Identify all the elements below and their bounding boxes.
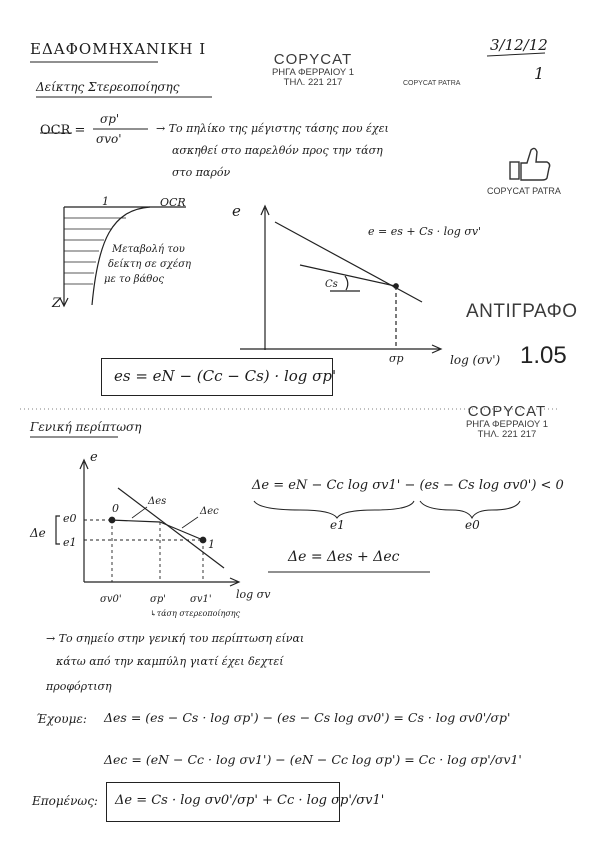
ocr-diagram-label-z: Z (52, 296, 62, 311)
gc-tick-s0: σv0' (100, 594, 122, 605)
gc-dec-label: Δec (200, 506, 219, 517)
gc-e-axis: e (90, 450, 98, 465)
gc-under-e0: e0 (465, 518, 480, 532)
ocr-diagram-label-1: 1 (102, 195, 109, 208)
page-number: 1 (534, 64, 545, 83)
gc-point-0: 0 (112, 502, 119, 515)
x-axis-label: log (σv') (450, 353, 501, 367)
section2-title: Γενική περίπτωση (30, 420, 142, 434)
date: 3/12/12 (490, 36, 548, 54)
copycat-small-stamp: COPYCAT PATRA (403, 80, 461, 87)
gc-eq-sum: Δe = Δes + Δec (288, 549, 400, 565)
gc-eq-dec: Δec = (eN − Cc · log σv1') − (eN − Cc lo… (104, 752, 522, 767)
ocr-desc-1: → Το πηλίκο της μέγιστης τάσης που έχει (156, 122, 389, 135)
boxed-equation-1: es = eN − (Cc − Cs) · log σp' (101, 358, 337, 396)
gc-under-e1: e1 (330, 518, 345, 532)
section1-title: Δείκτης Στερεοποίησης (36, 80, 180, 94)
ocr-diagram-label-ocr: OCR (160, 196, 186, 209)
ocr-desc-3: στο παρόν (172, 166, 231, 179)
gc-eq-delta-e: Δe = eN − Cc log σv1' − (es − Cs log σv0… (252, 478, 564, 493)
ocr-desc-2: ασκηθεί στο παρελθόν προς την τάση (172, 144, 383, 157)
e-axis-label: e (232, 202, 241, 220)
boxed-equation-final: Δe = Cs · log σv0'/σp' + Cc · log σp'/σv… (106, 782, 384, 822)
copycat-address-2: ΡΗΓΑ ΦΕΡΡΑΙΟΥ 1 (465, 418, 549, 430)
gc-delta-e-label: Δe (30, 526, 46, 540)
gc-eq-des: Δes = (es − Cs · log σp') − (es − Cs log… (104, 710, 511, 725)
sigma-p-label: σp (389, 352, 404, 365)
gc-point-1: 1 (208, 538, 215, 551)
copycat-brand: COPYCAT (273, 51, 353, 68)
thumb-caption: COPYCAT PATRA (487, 186, 561, 196)
ocr-depth-diagram (59, 206, 186, 308)
boxed-equation-1-text: es = eN − (Cc − Cs) · log σp' (114, 367, 337, 385)
gc-tick-sp: σp' (150, 594, 166, 605)
gc-des-label: Δes (148, 496, 167, 507)
gc-tick-s1: σv1' (190, 594, 212, 605)
ocr-lhs: OCR = (40, 123, 86, 138)
copycat-stamp-mid: COPYCAT ΡΗΓΑ ΦΕΡΡΑΙΟΥ 1 ΤΗΛ. 221 217 (452, 404, 562, 440)
course-title: ΕΔΑΦΟΜΗΧΑΝΙΚΗ Ι (30, 40, 207, 58)
ocr-denominator: σvo' (96, 132, 122, 146)
gc-x-axis: log σv (236, 588, 271, 601)
copycat-stamp-top: COPYCAT ΡΗΓΑ ΦΕΡΡΑΙΟΥ 1 ΤΗΛ. 221 217 (258, 52, 368, 88)
gc-note-1: → Το σημείο στην γενική του περίπτωση εί… (46, 632, 305, 645)
copycat-brand-2: COPYCAT (467, 403, 547, 420)
gc-therefore-label: Επομένως: (32, 794, 98, 808)
copycat-phone-2: ΤΗΛ. 221 217 (477, 428, 537, 440)
copycat-address: ΡΗΓΑ ΦΕΡΡΑΙΟΥ 1 (271, 66, 355, 78)
ocr-note-2: δείκτη σε σχέση (108, 259, 192, 270)
gc-e1-label: e1 (63, 536, 77, 549)
gc-note-3: προφόρτιση (46, 680, 112, 693)
ocr-numerator: σp' (100, 112, 120, 126)
ocr-note-3: με το βάθος (104, 274, 164, 285)
gc-have-label: Έχουμε: (36, 712, 87, 726)
antigrafo-stamp: ΑΝΤΙΓΡΑΦΟ (466, 301, 578, 322)
gc-eq-final: Δe = Cs · log σv0'/σp' + Cc · log σp'/σv… (115, 793, 385, 808)
ocr-note-1: Μεταβολή του (112, 244, 185, 255)
gc-x-note: ↳τάση στερεοποίησης (150, 609, 241, 618)
thumbs-up-icon (509, 147, 551, 181)
copycat-phone: ΤΗΛ. 221 217 (283, 76, 343, 88)
recompression-equation: e = es + Cs · log σv' (368, 225, 482, 238)
gc-note-2: κάτω από την καμπύλη γιατί έχει δεχτεί (56, 655, 284, 668)
general-case-diagram (55, 458, 241, 587)
price-stamp: 1.05 (520, 342, 567, 369)
gc-e0-label: e0 (63, 512, 77, 525)
cs-label: Cs (325, 279, 338, 290)
e-log-diagram (240, 204, 443, 354)
